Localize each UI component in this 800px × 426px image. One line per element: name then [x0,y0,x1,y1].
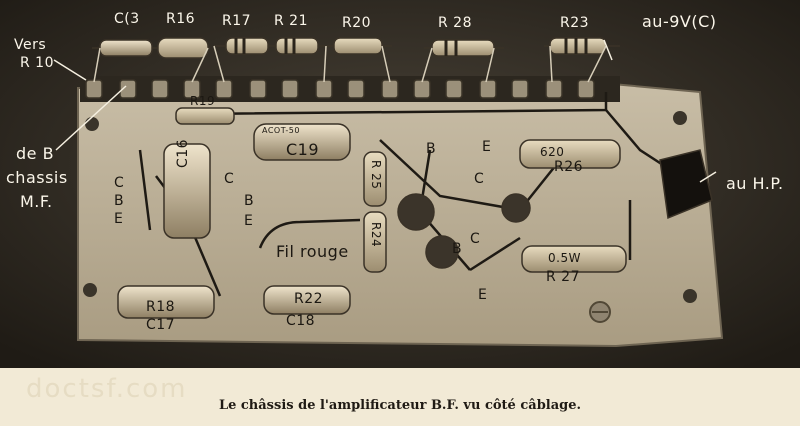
label-b-top: B [426,141,437,157]
label-c17: C17 [146,317,176,333]
label-c16: C16 [175,138,191,168]
label-c-mid: C [224,171,235,187]
label-r18: R18 [146,299,176,315]
label-c19: C19 [286,140,320,159]
label-au-hp: au H.P. [726,174,784,193]
chassis-photo: Vers R 10 de B chassis M.F. C(3 R16 R17 … [0,0,800,368]
label-r20: R20 [342,15,372,31]
caption-band [0,368,800,426]
label-au-9v: au-9V(C) [642,12,717,31]
label-r22: R22 [294,291,324,307]
label-b-mid: B [244,193,255,209]
label-c-left: C [114,175,125,191]
chassis-illustration [0,0,800,368]
label-e-mid: E [244,213,254,229]
mid-components [117,107,713,319]
label-r10: R 10 [20,55,54,71]
label-c18: C18 [286,313,316,329]
watermark: doctsf.com [26,374,188,404]
label-e-bot: E [478,287,488,303]
label-b-bot: B [452,241,463,257]
label-c-top: C [474,171,485,187]
label-r27-val: 0.5W [548,251,581,265]
label-b-left: B [114,193,125,209]
label-r24: R24 [369,222,383,248]
figure-caption: Le châssis de l'amplificateur B.F. vu cô… [218,398,582,413]
terminal-strip [80,76,620,102]
label-de-b: de B [16,144,55,163]
label-fil-rouge: Fil rouge [276,242,349,261]
label-r27: R 27 [546,269,580,285]
label-r19: R19 [190,94,216,108]
label-r26-val: 620 [540,145,565,159]
top-components [92,37,620,83]
label-c19-mark: ACOT-50 [262,126,300,135]
label-r28: R 28 [438,15,472,31]
label-r26: R26 [554,159,584,175]
label-r21: R 21 [274,13,308,29]
label-r17: R17 [222,13,252,29]
label-vers: Vers [14,37,47,53]
label-mf: M.F. [20,192,53,211]
label-chassis: chassis [6,168,68,187]
label-r23: R23 [560,15,590,31]
label-c-bot: C [470,231,481,247]
label-e-top: E [482,139,492,155]
label-r25: R 25 [369,160,383,190]
label-e-left: E [114,211,124,227]
label-c13: C(3 [114,11,140,27]
label-r16: R16 [166,11,196,27]
pointer-lines [53,39,717,183]
